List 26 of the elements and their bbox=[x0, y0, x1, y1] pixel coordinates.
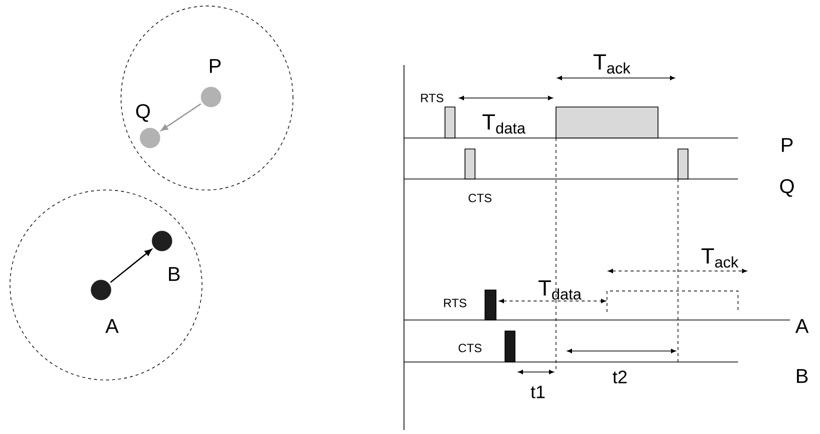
timing-label: Q bbox=[780, 179, 794, 197]
node-dot bbox=[152, 230, 172, 252]
timing-label: P bbox=[782, 138, 793, 152]
timing-label: T$_{data}$ bbox=[538, 280, 582, 300]
timing-label: RTS bbox=[421, 94, 444, 102]
timing-label: T$_{ack}$ bbox=[702, 248, 738, 268]
node-dot bbox=[90, 280, 112, 300]
timing-label: A bbox=[795, 319, 809, 333]
timing-label: CTS bbox=[468, 194, 492, 202]
timing-label: CTS bbox=[458, 344, 482, 352]
timing-label: T$_{data}$ bbox=[482, 114, 526, 134]
range-circle bbox=[10, 190, 202, 380]
node-label: B bbox=[168, 267, 180, 281]
timing-label: t2 bbox=[612, 370, 627, 384]
timing-label: T$_{ack}$ bbox=[594, 54, 630, 74]
timing-label: B bbox=[796, 369, 808, 383]
node-label: A bbox=[105, 319, 119, 333]
timing-label: t1 bbox=[530, 386, 545, 398]
arrow bbox=[160, 103, 202, 131]
node-dot bbox=[200, 86, 222, 108]
node-dot bbox=[140, 128, 160, 148]
node-label: Q bbox=[136, 104, 150, 122]
node-label: P bbox=[210, 59, 221, 73]
timing-label: RTS bbox=[444, 298, 466, 308]
arrow bbox=[110, 248, 152, 283]
range-circle bbox=[120, 6, 294, 190]
